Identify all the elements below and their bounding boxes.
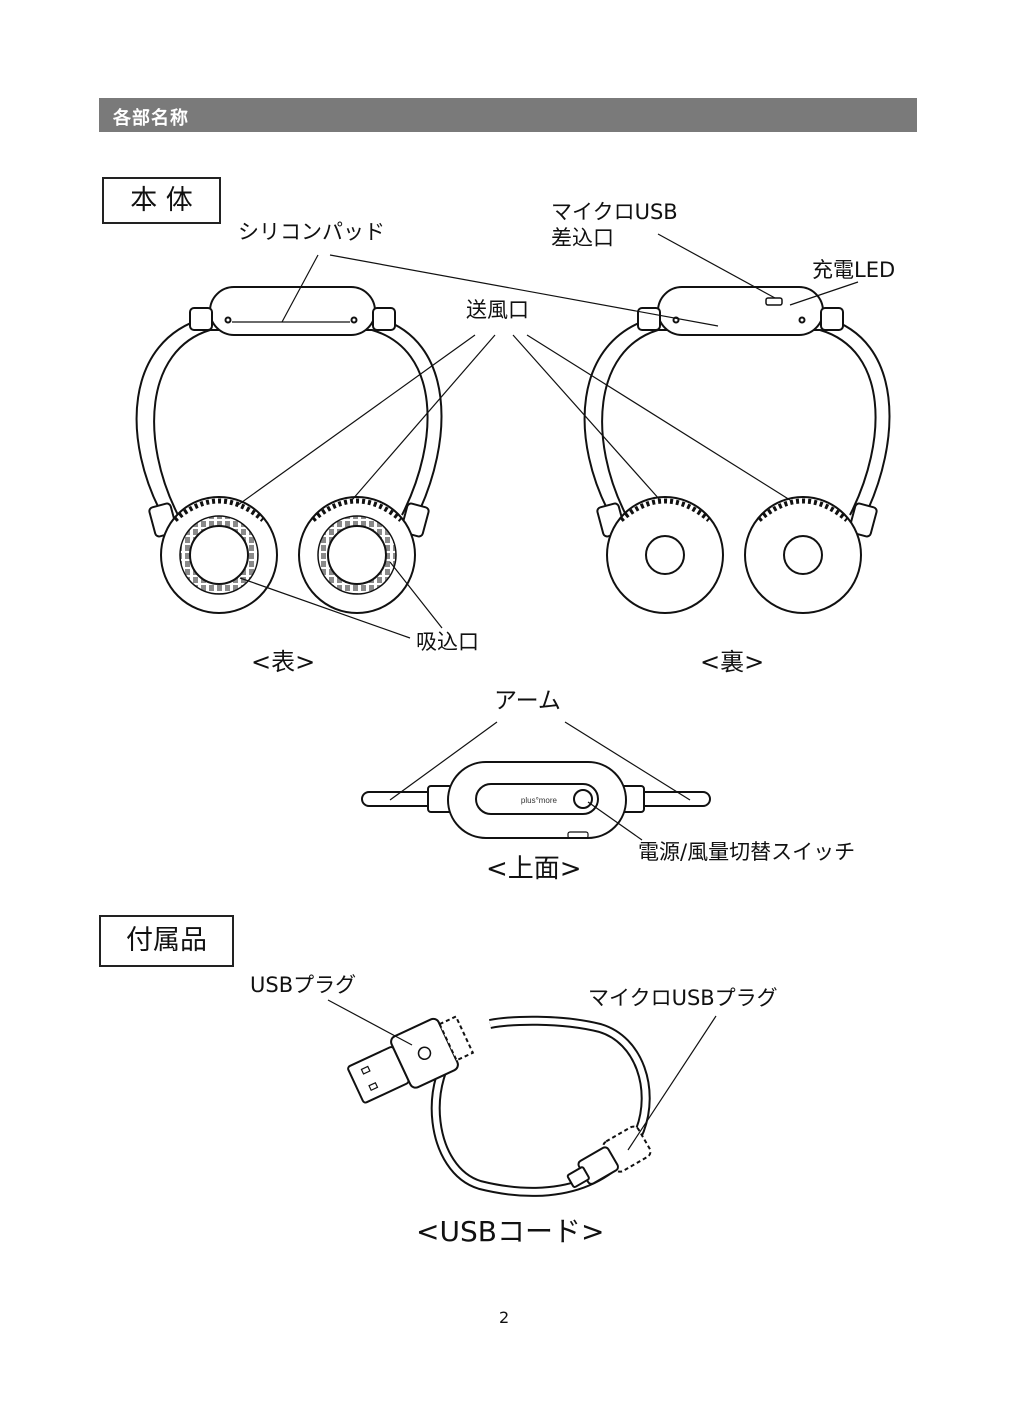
page-number: 2	[499, 1308, 509, 1327]
label-micro-usb-port-2: 差込口	[551, 226, 614, 250]
caption-front: <表>	[251, 642, 315, 677]
label-air-outlet: 送風口	[466, 298, 529, 322]
caption-back: <裏>	[700, 642, 764, 677]
label-charge-led: 充電LED	[812, 258, 895, 282]
label-micro-usb-port-1: マイクロUSB	[551, 200, 678, 224]
label-power-switch: 電源/風量切替スイッチ	[638, 840, 855, 864]
back-view-neck-fan	[585, 287, 890, 613]
label-micro-usb-plug: マイクロUSBプラグ	[588, 986, 778, 1010]
brand-logo: plus°more	[521, 796, 558, 805]
label-silicon-pad: シリコンパッド	[238, 220, 385, 244]
label-arm: アーム	[494, 688, 561, 714]
label-usb-plug: USBプラグ	[250, 973, 356, 997]
usb-cord-illustration	[344, 1009, 653, 1196]
label-air-intake: 吸込口	[416, 630, 479, 654]
caption-top: <上面>	[486, 848, 582, 885]
caption-usb-cord: <USBコード>	[416, 1210, 604, 1250]
